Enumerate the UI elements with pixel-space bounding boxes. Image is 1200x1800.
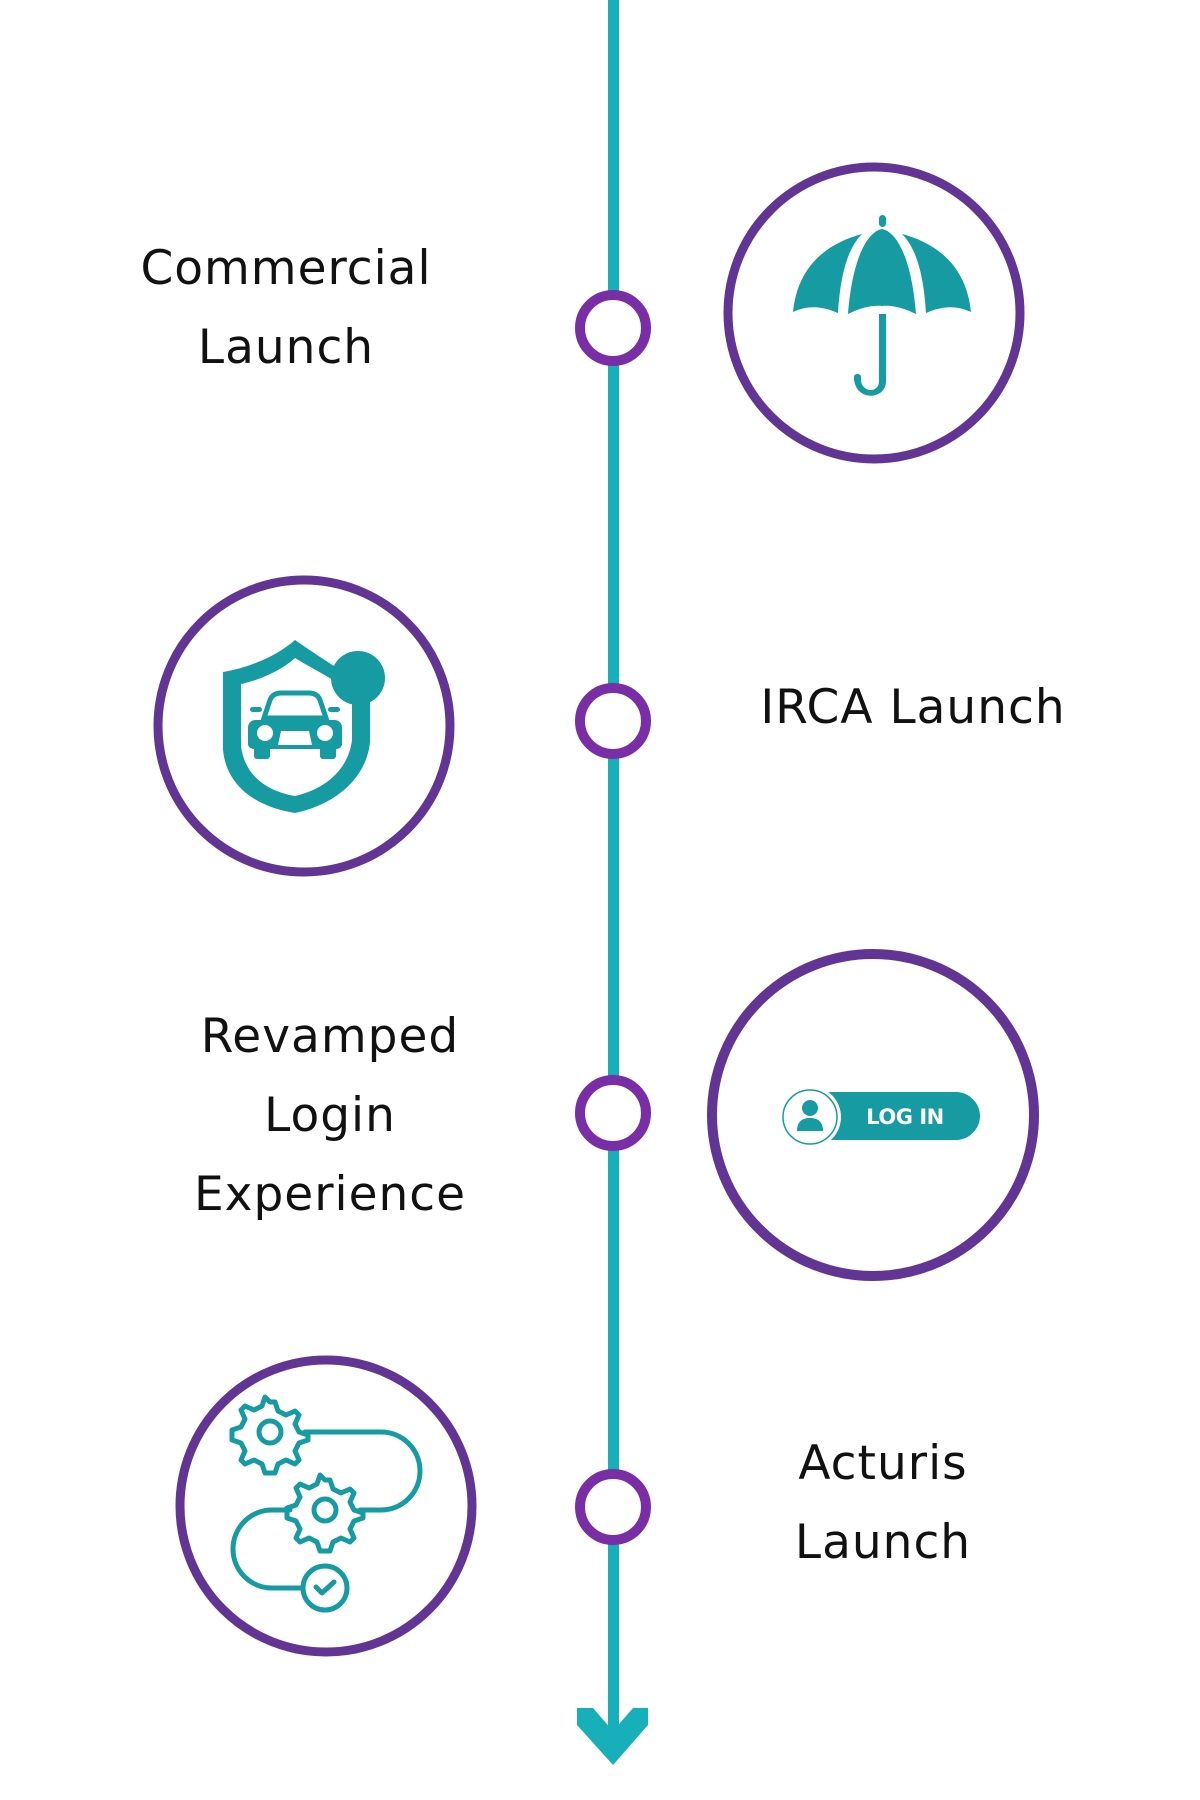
timeline-node-3	[575, 1075, 651, 1151]
label-line: IRCA Launch	[760, 680, 1066, 735]
shield-car-icon	[223, 640, 385, 813]
login-button-icon-badge: LOG IN	[707, 949, 1039, 1281]
label-line: Acturis	[798, 1436, 968, 1491]
milestone-label-revamped-login: Revamped Login Experience	[130, 997, 530, 1234]
arrow-down-icon	[577, 1708, 648, 1765]
gear-process-icon	[229, 1394, 423, 1613]
icon-ring	[175, 1355, 477, 1657]
timeline-node-2	[575, 683, 651, 759]
gear-process-icon-badge	[175, 1355, 477, 1657]
check-circle-icon	[300, 1563, 350, 1613]
umbrella-icon	[793, 215, 971, 396]
gear-icon	[229, 1394, 311, 1476]
timeline-node-4	[575, 1469, 651, 1545]
milestone-label-irca-launch: IRCA Launch	[713, 668, 1113, 747]
label-line: Login	[264, 1088, 396, 1143]
icon-ring	[723, 162, 1025, 464]
gear-icon	[284, 1472, 366, 1554]
label-line: Revamped	[200, 1009, 460, 1064]
label-line: Experience	[193, 1167, 467, 1222]
timeline-node-1	[575, 290, 651, 366]
milestone-label-commercial-launch: Commercial Launch	[86, 229, 486, 387]
umbrella-icon-badge	[723, 162, 1025, 464]
label-line: Launch	[197, 320, 375, 375]
timeline-line	[608, 0, 619, 1758]
login-button-text: LOG IN	[866, 1105, 943, 1129]
milestone-label-acturis-launch: Acturis Launch	[683, 1424, 1083, 1582]
label-line: Launch	[794, 1515, 972, 1570]
shield-car-icon-badge	[153, 575, 455, 877]
label-line: Commercial	[140, 241, 432, 296]
login-button-icon: LOG IN	[779, 1086, 980, 1148]
